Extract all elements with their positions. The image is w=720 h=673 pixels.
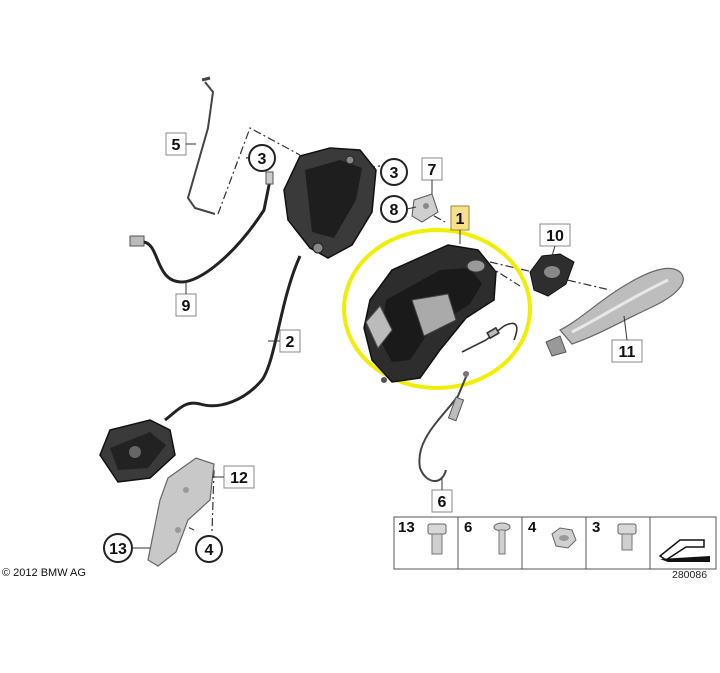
- callout-3-left-label: 3: [258, 151, 267, 168]
- catalog-number: 280086: [672, 569, 707, 581]
- copyright-text: © 2012 BMW AG: [2, 567, 86, 579]
- callout-12: 12: [212, 465, 255, 489]
- callout-13-label: 13: [109, 541, 127, 558]
- callout-8-label: 6: [438, 494, 447, 511]
- callout-5: 7: [421, 157, 443, 194]
- callout-1-selected[interactable]: 1: [450, 205, 470, 244]
- callout-2-label: 2: [286, 334, 295, 351]
- callout-3-right-label: 3: [390, 165, 399, 182]
- callout-11-label: 11: [619, 344, 636, 361]
- callout-6: 8: [380, 195, 417, 223]
- callout-7: 5: [165, 132, 196, 156]
- clip-part-5: [411, 193, 439, 223]
- handle-carrier-part-1: [363, 244, 497, 383]
- callout-7-label: 5: [172, 137, 181, 154]
- callout-13: 13: [103, 533, 150, 563]
- hex-bolt-icon: [617, 523, 637, 551]
- cable-part-9: [129, 171, 274, 284]
- legend-item-4: 4: [528, 519, 577, 549]
- cable-part-8: [418, 371, 469, 482]
- legend-item-13: 13: [398, 519, 447, 555]
- lock-rod-part-7: [186, 76, 216, 215]
- screw-icon: [493, 522, 511, 555]
- callout-9: 9: [175, 282, 197, 317]
- small-cable-part: [461, 322, 518, 353]
- legend-item-6: 6: [464, 519, 511, 555]
- legend-6-label: 6: [464, 519, 472, 536]
- actuator-part: [99, 419, 176, 483]
- callout-11: 11: [611, 315, 643, 363]
- legend-4-label: 4: [528, 519, 537, 536]
- callout-8: 6: [431, 478, 453, 513]
- callout-labels: 5 3 3 7 8 1: [103, 132, 643, 563]
- callout-3-right: 3: [380, 158, 408, 186]
- legend-13-label: 13: [398, 519, 415, 536]
- callout-10: 10: [539, 223, 571, 257]
- callout-10-label: 10: [546, 228, 564, 245]
- handle-cap-part-10: [529, 253, 575, 297]
- callout-12-label: 12: [230, 470, 248, 487]
- callout-4: 4: [195, 535, 223, 563]
- bracket-part-12: [147, 457, 215, 567]
- nut-icon: [551, 527, 577, 549]
- callout-6-label: 8: [390, 202, 399, 219]
- callout-3-left: 3: [248, 144, 276, 172]
- fastener-legend: 13 6 4 3: [393, 516, 717, 570]
- selection-highlight: [342, 228, 532, 390]
- callout-2: 2: [268, 329, 301, 353]
- door-handle-part-11: [545, 267, 684, 357]
- hex-bolt-icon: [427, 523, 447, 555]
- bowden-cable-part-2: [164, 255, 302, 422]
- view-arrow-icon: [658, 539, 710, 562]
- callout-5-label: 7: [428, 162, 437, 179]
- legend-item-3: 3: [592, 519, 637, 551]
- callout-1-label: 1: [456, 211, 465, 228]
- door-lock-part: [283, 147, 377, 259]
- callout-9-label: 9: [182, 298, 191, 315]
- callout-4-label: 4: [205, 542, 214, 559]
- legend-3-label: 3: [592, 519, 600, 536]
